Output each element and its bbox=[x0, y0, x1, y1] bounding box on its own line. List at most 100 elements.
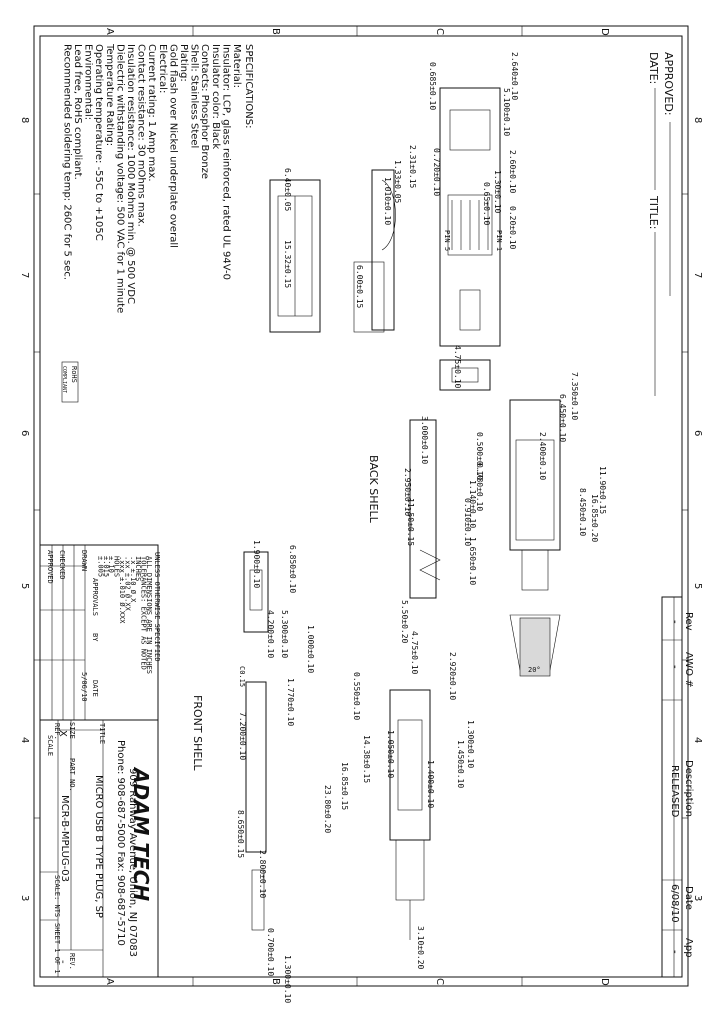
dimension-label: 14.38±0.15 bbox=[362, 735, 371, 783]
dimension-label: 7.350±0.10 bbox=[570, 372, 579, 420]
description-value: RELEASED bbox=[669, 765, 680, 818]
dimension-label: 4.75±0.10 bbox=[410, 631, 419, 675]
dimension-label: 16.85±0.20 bbox=[590, 494, 599, 542]
plug-side-view bbox=[353, 169, 396, 333]
dimension-label: 6.00±0.15 bbox=[355, 265, 364, 309]
dimension-label: 2.60±0.10 bbox=[508, 150, 517, 194]
dimension-label: 2.31±0.15 bbox=[408, 145, 417, 189]
zone-d-top: D bbox=[599, 28, 610, 36]
zone-numbers-right: 8 7 6 5 4 3 bbox=[692, 117, 703, 901]
rev-label: REV. bbox=[68, 953, 76, 970]
size-value: X bbox=[57, 730, 68, 737]
rev-number: - bbox=[57, 960, 68, 964]
dimension-label: 0.780±0.10 bbox=[475, 463, 484, 511]
tolerance-line: TOLERANCES: EXCEPT AS NOTED bbox=[140, 556, 148, 670]
spec-line: Contacts: Phosphor Bronze bbox=[199, 44, 210, 179]
approvals-heading: APPROVALS bbox=[91, 578, 99, 616]
dimension-label: 1.140±0.10 bbox=[468, 480, 477, 528]
tolerance-line: HOLES bbox=[113, 556, 121, 577]
description-header: Description bbox=[683, 760, 694, 817]
spec-line: Plating: bbox=[178, 44, 189, 82]
scale-value: SCALE: NTS bbox=[53, 875, 61, 917]
part-number: MCR-B-MPLUG-03 bbox=[59, 795, 70, 882]
zone-r8: 8 bbox=[692, 117, 703, 123]
zone-a-top: A bbox=[104, 28, 115, 35]
spec-line: Operating temperature: -55C to +105C bbox=[93, 44, 104, 241]
zone-r6: 6 bbox=[692, 430, 703, 436]
spec-line: Insulator color: Black bbox=[210, 44, 221, 149]
dimension-labels: 2.640±0.100.685±0.105.100±0.100.720±0.10… bbox=[236, 52, 607, 1003]
plug-bottom-view bbox=[389, 689, 431, 940]
approvals-date: DATE bbox=[91, 680, 99, 697]
zone-6: 6 bbox=[19, 430, 30, 436]
spec-lines: Material:Insulator: LCP, glass reinforce… bbox=[61, 43, 242, 313]
dimension-label: 11.90±0.15 bbox=[598, 466, 607, 514]
dimension-label: 1.30±0.10 bbox=[493, 170, 502, 214]
tolerance-line: .x ±.10 Ø.X bbox=[129, 556, 137, 603]
dimension-label: 8.450±0.10 bbox=[578, 488, 587, 536]
date-header: Date bbox=[683, 886, 694, 910]
ref-label: REF. bbox=[53, 723, 61, 740]
dimension-label: 8.650±0.15 bbox=[236, 810, 245, 858]
title-label: TITLE bbox=[98, 723, 106, 744]
company-name: ADAM TECH bbox=[129, 766, 153, 901]
spec-line: Temperature Rating: bbox=[104, 43, 115, 146]
dimension-label: 0.720±0.10 bbox=[432, 148, 441, 196]
spec-line: Recommended soldering temp: 260C for 5 s… bbox=[61, 44, 72, 280]
dimension-label: 23.80±0.20 bbox=[323, 785, 332, 833]
zone-r4: 4 bbox=[692, 737, 703, 743]
pin1-label: PIN 1 bbox=[495, 230, 503, 251]
dimension-label: 1.33±0.05 bbox=[393, 160, 402, 204]
zone-b-bottom: B bbox=[270, 978, 281, 985]
dimension-label: 1.770±0.10 bbox=[286, 678, 295, 726]
dimension-label: 1.010±0.10 bbox=[383, 177, 392, 225]
tolerance-block: UNLESS OTHERWISE SPECIFIED ALL DIMENSION… bbox=[39, 544, 161, 721]
rohs-badge-text: RoHS bbox=[70, 366, 78, 383]
ref-value: SCALE bbox=[46, 735, 54, 756]
spec-line: Dielectric withstanding voltage: 500 VAC… bbox=[114, 44, 125, 313]
dimension-label: 11.50±0.15 bbox=[406, 498, 415, 546]
spec-line: Current rating: 1 Amp max. bbox=[146, 44, 157, 182]
dimension-label: 6.40±0.05 bbox=[283, 168, 292, 212]
revision-block: Rev AWO # Description Date App - - RELEA… bbox=[661, 596, 694, 978]
checked-label: CHECKED bbox=[58, 550, 66, 580]
pin5-label: PIN 5 bbox=[443, 230, 451, 251]
zone-5: 5 bbox=[19, 583, 30, 589]
dimension-label: 2.920±0.10 bbox=[448, 652, 457, 700]
dimension-label: 2.950±0.10 bbox=[403, 468, 412, 516]
overmold-view: 20° bbox=[509, 614, 561, 677]
front-shell-title: FRONT SHELL bbox=[191, 695, 204, 771]
plug-front-view bbox=[269, 179, 321, 333]
plug-top-view: PIN 5 PIN 1 bbox=[439, 87, 503, 347]
tolerance-line: ±.015 bbox=[102, 556, 110, 577]
dimension-label: 1.900±0.10 bbox=[252, 540, 261, 588]
sheet-value: SHEET 1 OF 1 bbox=[53, 923, 61, 974]
approval-block: APPROVED: DATE: TITLE: bbox=[647, 52, 675, 396]
zone-ticks bbox=[34, 26, 688, 986]
dimension-label: 1.000±0.10 bbox=[306, 625, 315, 673]
spec-heading: SPECIFICATIONS: bbox=[243, 44, 254, 129]
tolerance-lines: ALL DIMENSIONS ARE IN INCHESTOLERANCES: … bbox=[96, 556, 153, 674]
dimension-label: 0.65±0.10 bbox=[482, 182, 491, 226]
rohs-badge-sub: COMPLIANT bbox=[61, 366, 67, 393]
dimension-label: 1.650±0.10 bbox=[468, 537, 477, 585]
company-address: 909 Rahway Avenue, Union, NJ 07083 bbox=[127, 768, 138, 957]
drawing-title: MICRO USB B TYPE PLUG, SP bbox=[93, 775, 104, 918]
awo-value: - bbox=[669, 665, 680, 669]
dimension-label: 16.85±0.15 bbox=[340, 762, 349, 810]
dimension-label: 3.000±0.10 bbox=[420, 416, 429, 464]
back-shell-view: BACK SHELL bbox=[367, 419, 441, 599]
title-block: ADAM TECH 909 Rahway Avenue, Union, NJ 0… bbox=[39, 719, 159, 978]
spec-line: Insulator: LCP, glass reinforced, rated … bbox=[220, 44, 231, 280]
zone-3: 3 bbox=[19, 895, 30, 901]
tolerance-line: .xxx ±.010 Ø.XXX bbox=[118, 556, 126, 624]
spec-line: Insulation resistance: 1000 Mohms min. @… bbox=[125, 44, 136, 304]
dimension-label: 0.700±0.10 bbox=[266, 928, 275, 976]
spec-line: Shell: Stainless Steel bbox=[189, 44, 200, 148]
zone-r5: 5 bbox=[692, 583, 703, 589]
dimension-label: 0.550±0.10 bbox=[352, 672, 361, 720]
inner-border bbox=[39, 35, 683, 978]
dimension-label: 4.75±0.10 bbox=[453, 345, 462, 389]
dimension-label: 5.50±0.20 bbox=[400, 600, 409, 644]
front-shell-view: FRONT SHELL C0.15 bbox=[191, 551, 269, 931]
